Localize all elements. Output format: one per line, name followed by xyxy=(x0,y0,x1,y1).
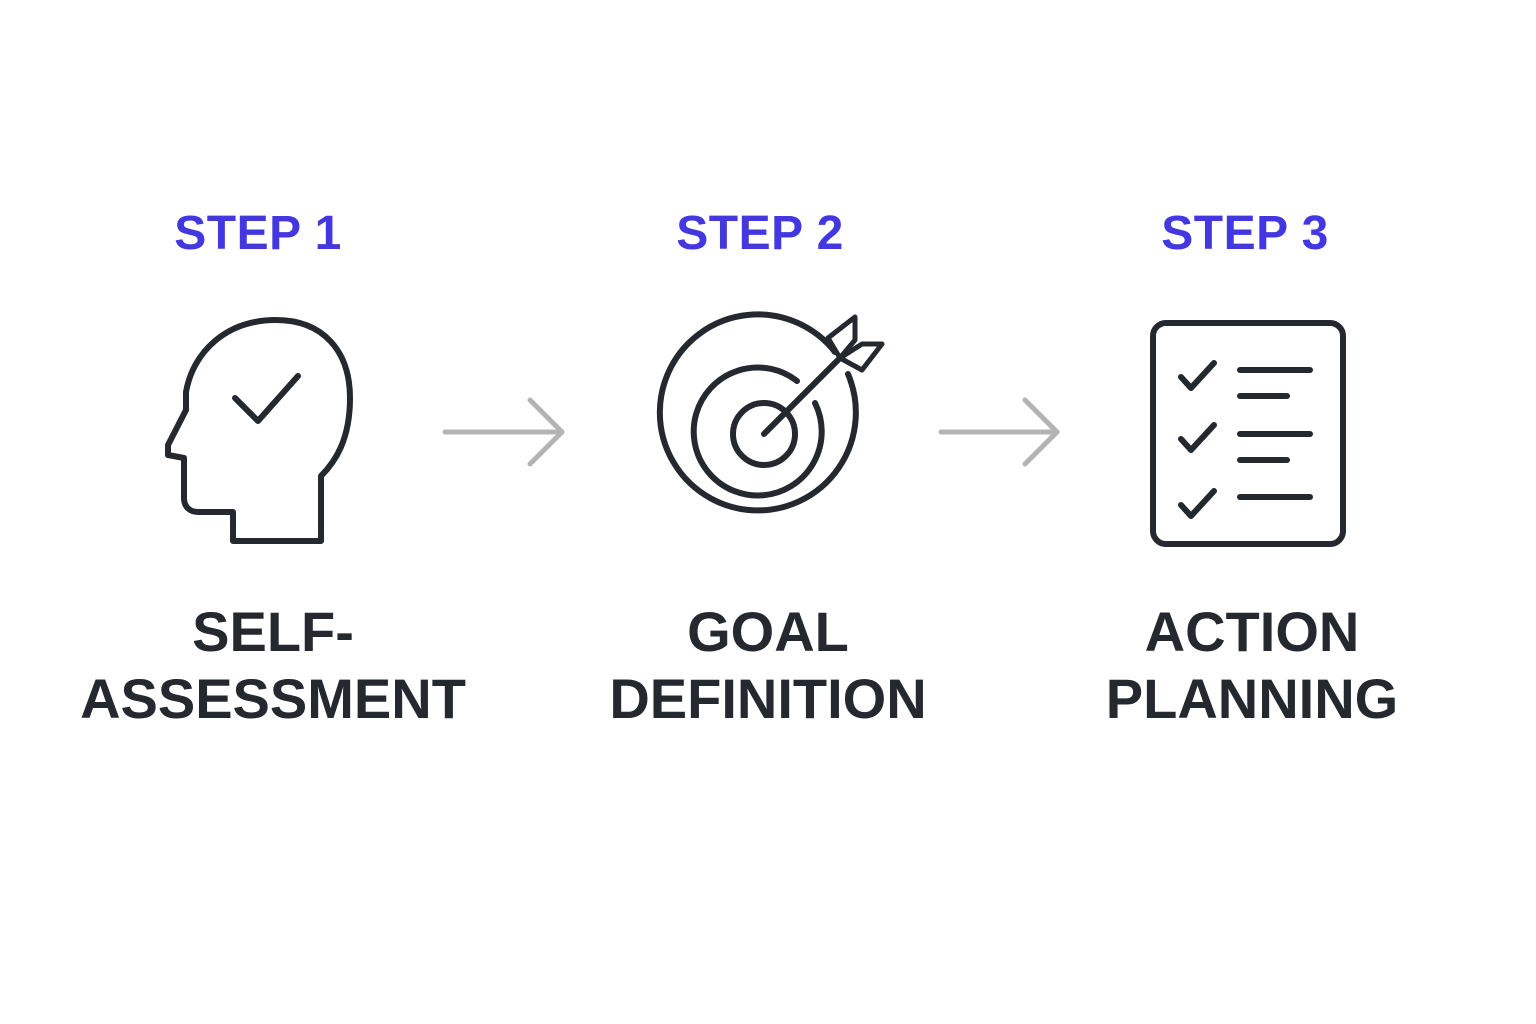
step-1-title-line-2: ASSESSMENT xyxy=(80,667,466,730)
arrow-right-icon xyxy=(938,397,1060,467)
step-3-title: ACTION PLANNING xyxy=(1012,598,1492,732)
step-2-title-line-2: DEFINITION xyxy=(609,667,927,730)
step-1-title: SELF- ASSESSMENT xyxy=(33,598,513,732)
step-3-label: STEP 3 xyxy=(1161,207,1329,260)
step-2-title-line-1: GOAL xyxy=(687,600,849,663)
step-1-title-line-1: SELF- xyxy=(192,600,354,663)
step-3-title-line-1: ACTION xyxy=(1144,600,1360,663)
arrow-right-icon xyxy=(442,397,565,467)
step-2-title: GOAL DEFINITION xyxy=(528,598,1008,732)
target-arrow-icon xyxy=(656,311,885,514)
head-check-icon xyxy=(165,317,353,544)
step-3-title-line-2: PLANNING xyxy=(1105,667,1399,730)
step-2-label: STEP 2 xyxy=(676,207,844,260)
step-1-label: STEP 1 xyxy=(174,207,342,260)
checklist-icon xyxy=(1150,320,1346,547)
